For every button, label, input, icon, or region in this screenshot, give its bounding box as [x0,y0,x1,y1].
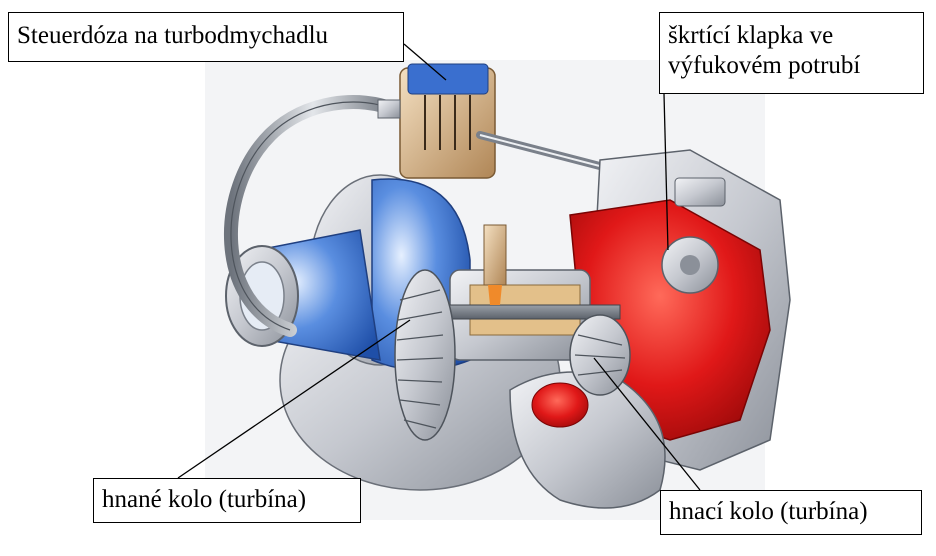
compressor-wheel [394,269,456,441]
turbine-wheel [569,314,631,396]
wastegate-actuator [377,63,496,179]
bearing-housing [429,224,621,361]
label-driving-wheel: hnací kolo (turbína) [660,490,922,535]
leader-lines [177,43,701,491]
label-exhaust-flap: škrtící klapka ve výfukovém potrubí [659,12,924,94]
label-wastegate-actuator: Steuerdóza na turbodmychadlu [8,12,404,62]
label-driven-wheel: hnané kolo (turbína) [93,478,361,523]
